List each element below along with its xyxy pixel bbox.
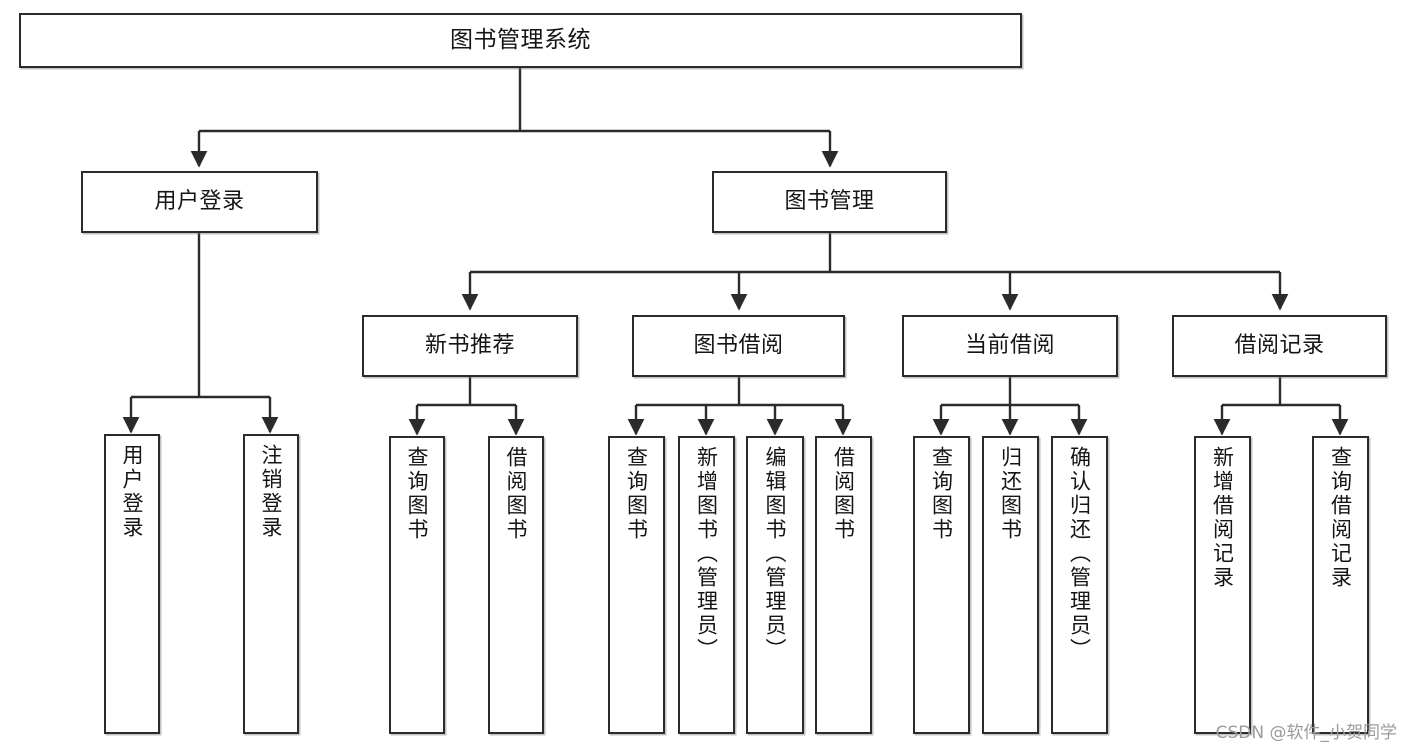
leaf-query-book-3-label: 查询图书 — [929, 446, 954, 542]
leaf-edit-book-label: 编辑图书（管理员） — [763, 446, 788, 662]
leaf-query-record-label: 查询借阅记录 — [1328, 446, 1353, 590]
node-book-manage[interactable]: 图书管理 — [712, 171, 947, 233]
node-root[interactable]: 图书管理系统 — [19, 13, 1022, 68]
leaf-user-login[interactable]: 用户登录 — [104, 434, 160, 734]
leaf-confirm-return[interactable]: 确认归还（管理员） — [1051, 436, 1108, 734]
node-current-borrow[interactable]: 当前借阅 — [902, 315, 1118, 377]
leaf-borrow-book-2[interactable]: 借阅图书 — [815, 436, 872, 734]
leaf-query-book-3[interactable]: 查询图书 — [913, 436, 970, 734]
leaf-user-logout-label: 注销登录 — [259, 444, 284, 540]
node-current-borrow-label: 当前借阅 — [964, 333, 1055, 359]
leaf-add-book[interactable]: 新增图书（管理员） — [678, 436, 735, 734]
node-new-book-recommend[interactable]: 新书推荐 — [362, 315, 578, 377]
leaf-borrow-book-1[interactable]: 借阅图书 — [488, 436, 544, 734]
leaf-user-login-label: 用户登录 — [120, 444, 145, 540]
leaf-add-record-label: 新增借阅记录 — [1210, 446, 1235, 590]
leaf-query-book-2-label: 查询图书 — [624, 446, 649, 542]
watermark: CSDN @软件_小贺同学 — [1215, 723, 1397, 743]
leaf-query-book-1-label: 查询图书 — [405, 446, 430, 542]
node-book-borrow-label: 图书借阅 — [693, 333, 784, 359]
node-borrow-record[interactable]: 借阅记录 — [1172, 315, 1387, 377]
node-new-book-recommend-label: 新书推荐 — [424, 333, 515, 359]
leaf-return-book[interactable]: 归还图书 — [982, 436, 1039, 734]
leaf-add-record[interactable]: 新增借阅记录 — [1194, 436, 1251, 734]
leaf-query-record[interactable]: 查询借阅记录 — [1312, 436, 1369, 734]
leaf-borrow-book-2-label: 借阅图书 — [831, 446, 856, 542]
leaf-add-book-label: 新增图书（管理员） — [694, 446, 719, 662]
leaf-return-book-label: 归还图书 — [998, 446, 1023, 542]
node-user-login-label: 用户登录 — [154, 189, 245, 215]
node-root-label: 图书管理系统 — [450, 26, 591, 53]
node-book-borrow[interactable]: 图书借阅 — [632, 315, 845, 377]
node-borrow-record-label: 借阅记录 — [1234, 333, 1325, 359]
leaf-borrow-book-1-label: 借阅图书 — [504, 446, 529, 542]
leaf-user-logout[interactable]: 注销登录 — [243, 434, 299, 734]
leaf-query-book-2[interactable]: 查询图书 — [608, 436, 665, 734]
node-book-manage-label: 图书管理 — [784, 189, 875, 215]
leaf-confirm-return-label: 确认归还（管理员） — [1067, 446, 1092, 662]
node-user-login[interactable]: 用户登录 — [81, 171, 318, 233]
leaf-query-book-1[interactable]: 查询图书 — [389, 436, 445, 734]
leaf-edit-book[interactable]: 编辑图书（管理员） — [746, 436, 804, 734]
